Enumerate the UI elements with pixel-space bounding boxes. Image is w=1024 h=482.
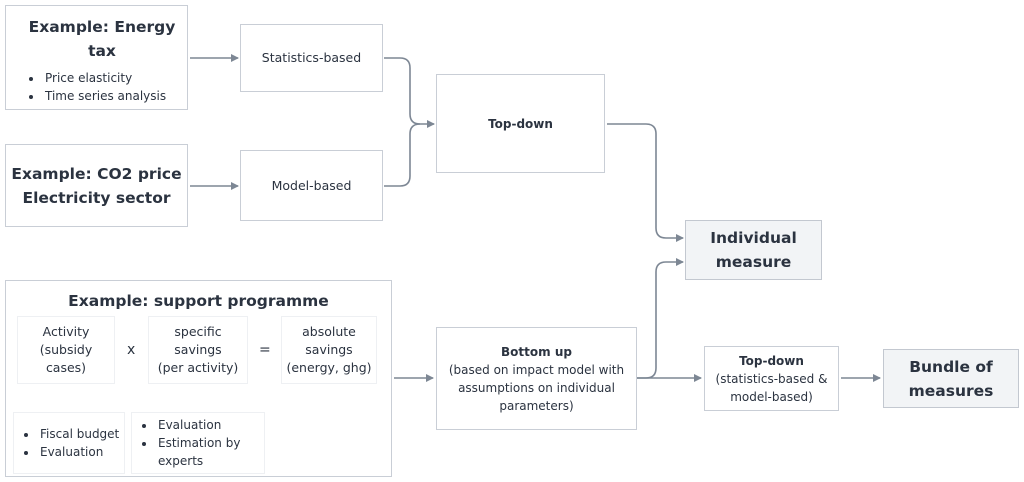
bullet-item: Estimation by experts [156, 434, 264, 470]
co2-title-line2: Electricity sector [22, 188, 171, 207]
bottom-up-desc-line3: parameters) [499, 398, 574, 413]
activity-line2: (subsidy [39, 342, 93, 357]
arrow-bottom-up-to-individual [637, 258, 684, 379]
top-down2-title: Top-down [739, 353, 804, 368]
savings-bullets: Evaluation Estimation by experts [132, 416, 264, 470]
statistics-based-label: Statistics-based [261, 50, 362, 65]
top-down-label: Top-down [488, 116, 553, 131]
specific-savings-box: specific savings (per activity) [148, 316, 248, 384]
bottom-up-desc-line2: assumptions on individual [458, 380, 615, 395]
bottom-up-desc-line1: (based on impact model with [448, 362, 625, 377]
activity-bullets-box: Fiscal budget Evaluation [13, 412, 125, 474]
bullet-item: Evaluation [156, 416, 264, 434]
activity-line1: Activity [42, 324, 90, 339]
individual-line1: Individual [710, 229, 797, 247]
bottom-up-title: Bottom up [501, 344, 572, 359]
model-based-label: Model-based [271, 177, 352, 193]
model-based-box: Model-based [240, 150, 383, 221]
bullet-item: Time series analysis [43, 87, 173, 105]
absolute-line2: savings [305, 342, 353, 357]
bullet-item: Evaluation [38, 443, 126, 461]
top-down2-desc-line2: model-based) [730, 389, 813, 404]
bundle-of-measures-box: Bundle of measures [883, 349, 1019, 408]
top-down-box: Top-down [436, 74, 605, 173]
absolute-savings-box: absolute savings (energy, ghg) [281, 316, 377, 384]
arrow-model-to-top-down [384, 123, 421, 187]
specific-line2: savings [174, 342, 222, 357]
equals-symbol: = [259, 342, 271, 358]
energy-tax-title: Example: Energy tax [28, 18, 176, 60]
top-down2-desc-line1: (statistics-based & [715, 371, 828, 386]
specific-line3: (per activity) [157, 360, 239, 375]
savings-bullets-box: Evaluation Estimation by experts [131, 412, 265, 474]
activity-box: Activity (subsidy cases) [17, 316, 115, 384]
specific-line1: specific [174, 324, 222, 339]
absolute-line3: (energy, ghg) [286, 360, 372, 375]
energy-tax-bullets: Price elasticity Time series analysis [17, 69, 173, 105]
bullet-item: Fiscal budget [38, 425, 126, 443]
bullet-item: Price elasticity [43, 69, 173, 87]
statistics-based-box: Statistics-based [240, 24, 383, 92]
support-programme-title: Example: support programme [68, 292, 329, 310]
bundle-line1: Bundle of [909, 357, 993, 376]
bottom-up-box: Bottom up (based on impact model with as… [436, 327, 637, 430]
co2-price-example-box: Example: CO2 price Electricity sector [5, 144, 188, 227]
bundle-line2: measures [908, 381, 994, 400]
individual-measure-box: Individual measure [685, 220, 822, 280]
activity-bullets: Fiscal budget Evaluation [14, 425, 126, 461]
absolute-line1: absolute [302, 324, 356, 339]
top-down-combined-box: Top-down (statistics-based & model-based… [704, 346, 839, 411]
co2-title-line1: Example: CO2 price [11, 164, 182, 183]
individual-line2: measure [715, 253, 792, 271]
energy-tax-example-box: Example: Energy tax Price elasticity Tim… [5, 5, 188, 110]
arrow-top-down-to-individual [607, 123, 684, 242]
arrow-statistics-to-top-down [384, 57, 435, 128]
multiply-symbol: x [127, 342, 136, 358]
activity-line3: cases) [45, 360, 87, 375]
